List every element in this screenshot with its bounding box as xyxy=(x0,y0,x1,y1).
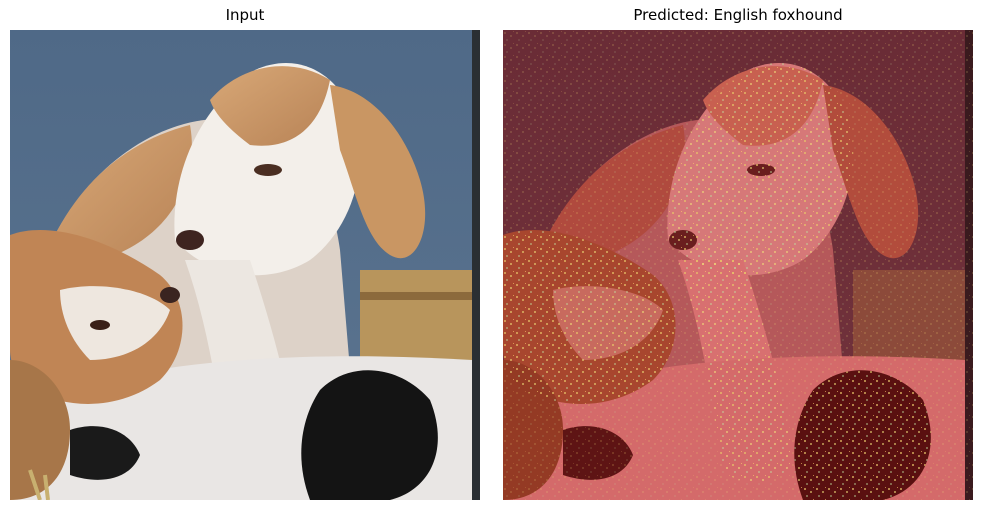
input-panel-title: Input xyxy=(225,6,265,24)
saliency-heatmap-image xyxy=(503,30,973,500)
prediction-panel-title: Predicted: English foxhound xyxy=(633,6,843,24)
input-photo xyxy=(10,30,480,500)
input-image xyxy=(10,30,480,500)
heatmap-overlay xyxy=(503,30,973,500)
